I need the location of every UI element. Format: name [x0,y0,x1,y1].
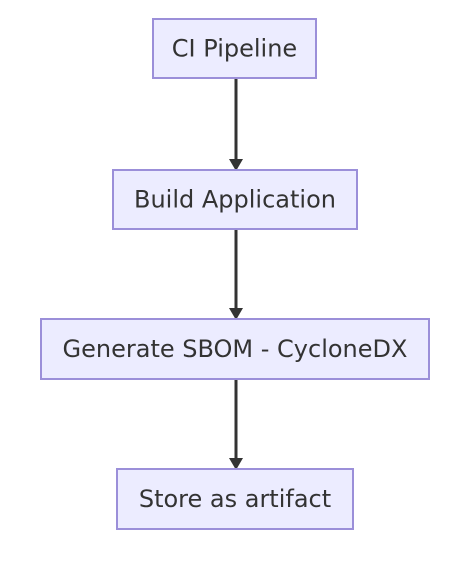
edge-ci-to-build [229,78,243,171]
node-label: Store as artifact [139,485,331,513]
arrowhead-icon [229,308,243,320]
node-build-application: Build Application [112,169,358,230]
arrowhead-icon [229,159,243,171]
node-label: Generate SBOM - CycloneDX [63,335,408,363]
arrowhead-icon [229,458,243,470]
node-label: Build Application [134,186,336,214]
node-box [152,18,317,79]
node-label: CI Pipeline [172,35,297,63]
edge-build-to-sbom [229,229,243,320]
node-box [112,169,358,230]
edge-sbom-to-store [229,379,243,470]
node-store-artifact: Store as artifact [116,468,354,530]
node-box [40,318,430,380]
node-generate-sbom: Generate SBOM - CycloneDX [40,318,430,380]
node-box [116,468,354,530]
node-ci-pipeline: CI Pipeline [152,18,317,79]
